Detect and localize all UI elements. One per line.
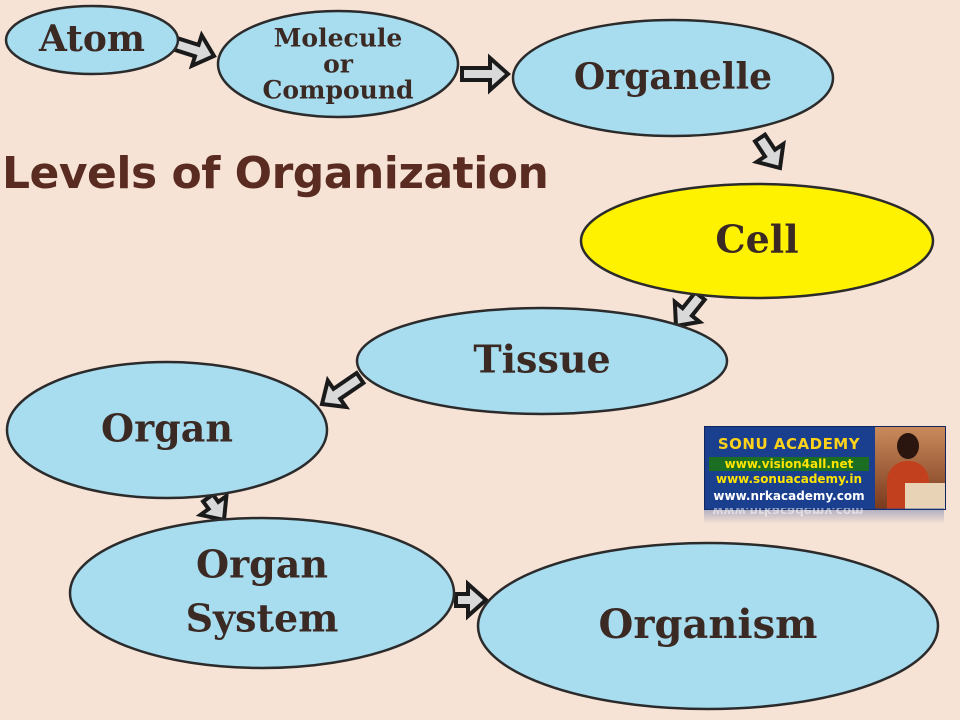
diagram-title: Levels of Organization: [2, 148, 549, 199]
node-label-molecule-0: Molecule: [274, 24, 403, 53]
node-shape-organism: [476, 541, 940, 711]
arrow-organelle-to-cell: [751, 131, 786, 171]
node-label-organ-0: Organ: [101, 406, 233, 451]
presenter-photo: [875, 427, 945, 509]
logo-url-3: www.nrkacademy.com: [713, 489, 865, 503]
arrow-tissue-to-organ: [319, 370, 367, 410]
edges-layer: [171, 30, 786, 621]
arrow-atom-to-molecule: [171, 30, 217, 70]
node-shape-atom: [4, 4, 180, 76]
node-atom: Atom: [4, 4, 180, 76]
node-shape-tissue: [355, 306, 729, 416]
node-shape-cell: [579, 182, 935, 300]
arrow-organ-system-to-organism: [454, 579, 490, 621]
node-shape-organelle: [511, 18, 835, 138]
node-label-organ-system-0: Organ: [196, 542, 328, 587]
node-label-organism-0: Organism: [599, 601, 818, 648]
node-label-molecule-2: Compound: [262, 76, 413, 105]
node-organ: Organ: [5, 360, 329, 500]
node-label-molecule-1: or: [323, 50, 354, 79]
node-shape-organ-system: [68, 516, 456, 670]
node-shape-organ: [5, 360, 329, 500]
node-organelle: Organelle: [511, 18, 835, 138]
node-tissue: Tissue: [355, 306, 729, 416]
arrow-cell-to-tissue: [672, 289, 708, 329]
logo-url-2: www.sonuacademy.in: [716, 472, 862, 486]
node-shape-molecule: [216, 9, 460, 119]
node-cell: Cell: [579, 182, 935, 300]
node-organism: Organism: [476, 541, 940, 711]
node-label-organ-system-1: System: [186, 596, 339, 641]
logo-title: SONU ACADEMY: [717, 435, 861, 453]
node-label-tissue-0: Tissue: [473, 337, 610, 382]
logo-url-1: www.vision4all.net: [709, 457, 869, 471]
node-label-cell-0: Cell: [715, 217, 798, 262]
arrow-organ-to-organ-system: [195, 491, 229, 523]
logo-reflection: www.nrkacademy.com: [704, 508, 944, 524]
arrow-molecule-to-organelle: [460, 53, 512, 95]
academy-logo-badge: SONU ACADEMY www.vision4all.net www.sonu…: [704, 426, 946, 510]
node-label-atom-0: Atom: [38, 18, 145, 60]
node-label-organelle-0: Organelle: [574, 56, 772, 98]
